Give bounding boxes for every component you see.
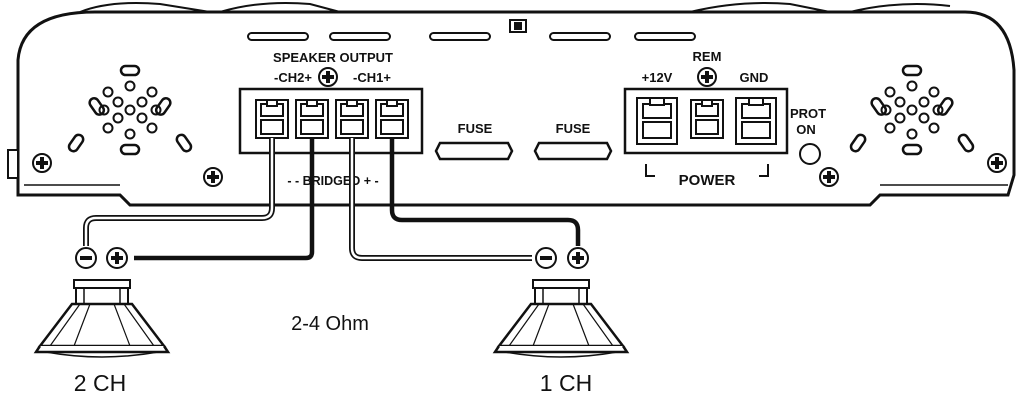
speaker-1-terminals <box>535 247 589 269</box>
speaker-output-label: SPEAKER OUTPUT <box>273 50 393 65</box>
speaker-wires <box>83 138 581 261</box>
screw-icon <box>32 153 52 173</box>
protection-led-icon <box>799 143 821 165</box>
ch1-label: -CH1+ <box>353 70 391 85</box>
ch1-positive-terminal[interactable] <box>375 99 409 139</box>
rem-label: REM <box>693 49 722 64</box>
amplifier-body <box>7 2 1016 207</box>
speaker-2-terminals <box>75 247 128 269</box>
speaker-1ch-icon <box>493 278 629 359</box>
ch2-positive-terminal[interactable] <box>295 99 329 139</box>
speaker-1ch-label: 1 CH <box>540 370 592 396</box>
rem-terminal[interactable] <box>690 99 724 139</box>
fuse-1-label: FUSE <box>458 121 493 136</box>
plus12v-terminal[interactable] <box>636 97 678 145</box>
fuse-2 <box>533 141 613 161</box>
impedance-label: 2-4 Ohm <box>291 313 369 335</box>
screw-icon <box>819 167 839 187</box>
ch1-negative-terminal[interactable] <box>335 99 369 139</box>
screw-icon <box>987 153 1007 173</box>
bridged-label: - - BRIDGED + - <box>287 174 378 188</box>
prot-label: PROT <box>790 106 826 121</box>
gnd-label: GND <box>740 70 769 85</box>
speaker-2ch-label: 2 CH <box>74 370 126 396</box>
speaker-2ch-icon <box>34 278 170 359</box>
power-label: POWER <box>679 172 736 189</box>
plus12v-label: +12V <box>642 70 673 85</box>
fuse-2-label: FUSE <box>556 121 591 136</box>
gnd-terminal[interactable] <box>735 97 777 145</box>
terminal-block-screw-icon <box>318 67 338 87</box>
ch2-negative-terminal[interactable] <box>255 99 289 139</box>
ch2-label: -CH2+ <box>274 70 312 85</box>
on-label: ON <box>796 122 816 137</box>
fuse-1 <box>434 141 514 161</box>
power-block-screw-icon <box>697 67 717 87</box>
screw-icon <box>203 167 223 187</box>
